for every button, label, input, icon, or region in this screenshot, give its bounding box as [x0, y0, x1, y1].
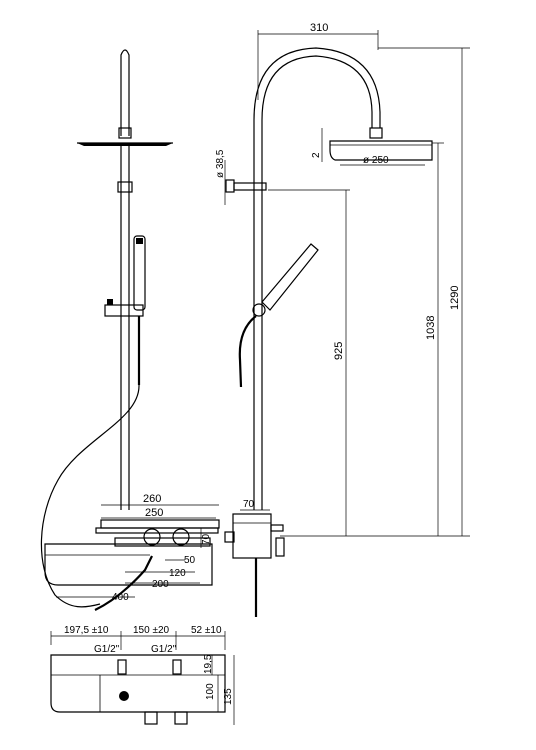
front-knob-right — [172, 528, 190, 546]
dim-310: 310 — [310, 22, 328, 34]
front-mixer-body — [44, 543, 213, 586]
dim-50: 50 — [184, 555, 196, 566]
front-shelf-top — [100, 519, 220, 529]
bottom-outlet — [119, 691, 129, 701]
dim-400: 400 — [112, 592, 129, 603]
dim-100: 100 — [205, 683, 216, 700]
dim-pipe-diameter: ø 38,5 — [215, 149, 226, 178]
front-pipe-clamp — [117, 181, 133, 193]
side-hand-shower — [261, 243, 319, 311]
dim-120: 120 — [169, 568, 186, 579]
side-arm-inner — [261, 55, 373, 510]
dim-250: 250 — [145, 507, 163, 519]
dim-260: 260 — [143, 493, 161, 505]
side-hose — [238, 315, 257, 388]
dim-200: 200 — [152, 579, 169, 590]
side-wall-bracket — [233, 182, 267, 191]
front-view: 260 250 70 50 120 200 400 — [40, 49, 220, 611]
dim-70-side: 70 — [243, 499, 255, 510]
front-knob-left — [143, 528, 161, 546]
side-slider — [252, 303, 266, 317]
dim-925: 925 — [333, 342, 345, 360]
front-slider — [104, 304, 144, 317]
front-hand-shower — [133, 235, 146, 311]
bottom-mixer-body — [50, 654, 226, 713]
side-view: 310 1290 1038 925 2 ø 250 ø 38,5 — [215, 22, 470, 617]
dim-197: 197,5 ±10 — [64, 625, 109, 636]
dim-1290: 1290 — [449, 286, 461, 310]
side-arm-outer — [253, 47, 381, 510]
dim-52: 52 ±10 — [191, 625, 222, 636]
dim-150: 150 ±20 — [133, 625, 170, 636]
dim-head-diameter: ø 250 — [363, 155, 389, 166]
side-mixer-body — [232, 513, 272, 559]
thread-right: G1/2" — [151, 644, 177, 655]
dim-1038: 1038 — [425, 316, 437, 340]
bottom-view: 197,5 ±10 150 ±20 52 ±10 G1/2" G1/2" 19,… — [50, 625, 235, 725]
front-top-rod — [120, 49, 130, 136]
front-head-connector — [118, 127, 132, 139]
front-shower-head — [77, 143, 173, 146]
side-shower-head — [329, 140, 433, 161]
dim-135: 135 — [223, 688, 234, 705]
dim-19-5: 19,5 — [203, 654, 214, 674]
dim-70-depth: 70 — [201, 533, 212, 545]
thread-left: G1/2" — [94, 644, 120, 655]
dim-head-thickness: 2 — [311, 152, 322, 158]
